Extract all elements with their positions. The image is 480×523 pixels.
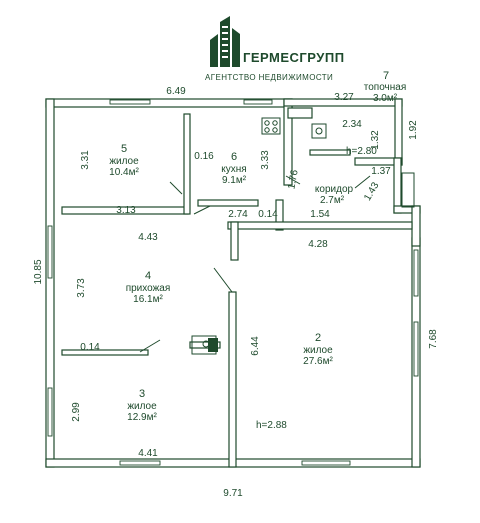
- dimension-label: 4.41: [138, 448, 158, 459]
- room-name: прихожая: [126, 283, 171, 294]
- windows: [47, 99, 419, 466]
- dimension-label: 7.68: [428, 329, 439, 349]
- dimension-label: 3.13: [116, 205, 136, 216]
- room-area: 12.9м²: [127, 412, 157, 423]
- room-3: 3 жилое 12.9м²: [127, 388, 157, 423]
- agency-logo: ГЕРМЕСГРУПП АГЕНТСТВО НЕДВИЖИМОСТИ: [205, 16, 345, 82]
- room-corridor: коридор 2.7м²: [315, 184, 354, 206]
- dimension-label: 2.34: [342, 119, 362, 130]
- dimension-label: 6.44: [250, 336, 261, 356]
- height-label: h=2.88: [256, 420, 287, 431]
- dimension-label: 2.74: [228, 209, 248, 220]
- room-6: 6 кухня 9.1м²: [221, 151, 246, 186]
- dimension-label: 1.76: [286, 169, 300, 191]
- room-number: 3: [139, 388, 145, 400]
- vent-block: [401, 172, 415, 208]
- room-name: жилое: [127, 401, 157, 412]
- room-number: 6: [231, 151, 237, 163]
- room-area: 16.1м²: [133, 294, 163, 305]
- dimension-label: 0.14: [258, 209, 278, 220]
- room-number: 7: [383, 70, 389, 82]
- dimension-label: 3.73: [76, 278, 87, 298]
- dimension-label: 3.27: [334, 92, 354, 103]
- dimension-label: 9.71: [223, 488, 243, 499]
- room-area: 27.6м²: [303, 356, 333, 367]
- dimension-label: 3.31: [80, 150, 91, 170]
- room-area: 10.4м²: [109, 167, 139, 178]
- dimension-labels: 6.49 3.27 2.34 0.16 1.37 3.13 2.74 0.14 …: [80, 86, 391, 499]
- dimension-label: 1.37: [371, 166, 391, 177]
- dimension-label: 1.43: [362, 180, 381, 203]
- building-logo-icon: [210, 16, 240, 67]
- room-name: топочная: [364, 82, 407, 93]
- brand-tagline: АГЕНТСТВО НЕДВИЖИМОСТИ: [205, 73, 333, 82]
- room-area: 3.0м²: [373, 93, 398, 104]
- room-area: 9.1м²: [222, 175, 247, 186]
- room-7: 7 топочная 3.0м²: [364, 70, 407, 104]
- room-name: кухня: [221, 164, 246, 175]
- room-number: 5: [121, 143, 127, 155]
- room-4: 4 прихожая 16.1м²: [126, 270, 171, 305]
- room-name: жилое: [109, 156, 139, 167]
- height-label: h=2.80: [346, 146, 377, 157]
- dimension-label: 0.16: [194, 151, 214, 162]
- room-name: коридор: [315, 184, 354, 195]
- room-number: 2: [315, 332, 321, 344]
- room-area: 2.7м²: [320, 195, 345, 206]
- dimension-label: 0.14: [80, 342, 100, 353]
- dimension-label: 1.54: [310, 209, 330, 220]
- dimension-label: 1.92: [408, 120, 419, 140]
- room-5: 5 жилое 10.4м²: [109, 143, 139, 178]
- door-swings: [139, 175, 371, 353]
- dimension-label: 4.28: [308, 239, 328, 250]
- stove-icon: [261, 117, 281, 135]
- dimension-label: 6.49: [166, 86, 186, 97]
- dimension-label: 4.43: [138, 232, 158, 243]
- brand-name: ГЕРМЕСГРУПП: [243, 50, 345, 65]
- room-2: 2 жилое 27.6м²: [303, 332, 333, 367]
- room-name: жилое: [303, 345, 333, 356]
- dimension-label: 3.33: [260, 150, 271, 170]
- heater-block: [208, 338, 218, 352]
- dimension-label: 2.99: [71, 402, 82, 422]
- boiler-icon: [311, 123, 327, 139]
- dimension-label: 1.32: [370, 130, 381, 150]
- dimension-label: 10.85: [33, 259, 44, 284]
- room-number: 4: [145, 270, 151, 282]
